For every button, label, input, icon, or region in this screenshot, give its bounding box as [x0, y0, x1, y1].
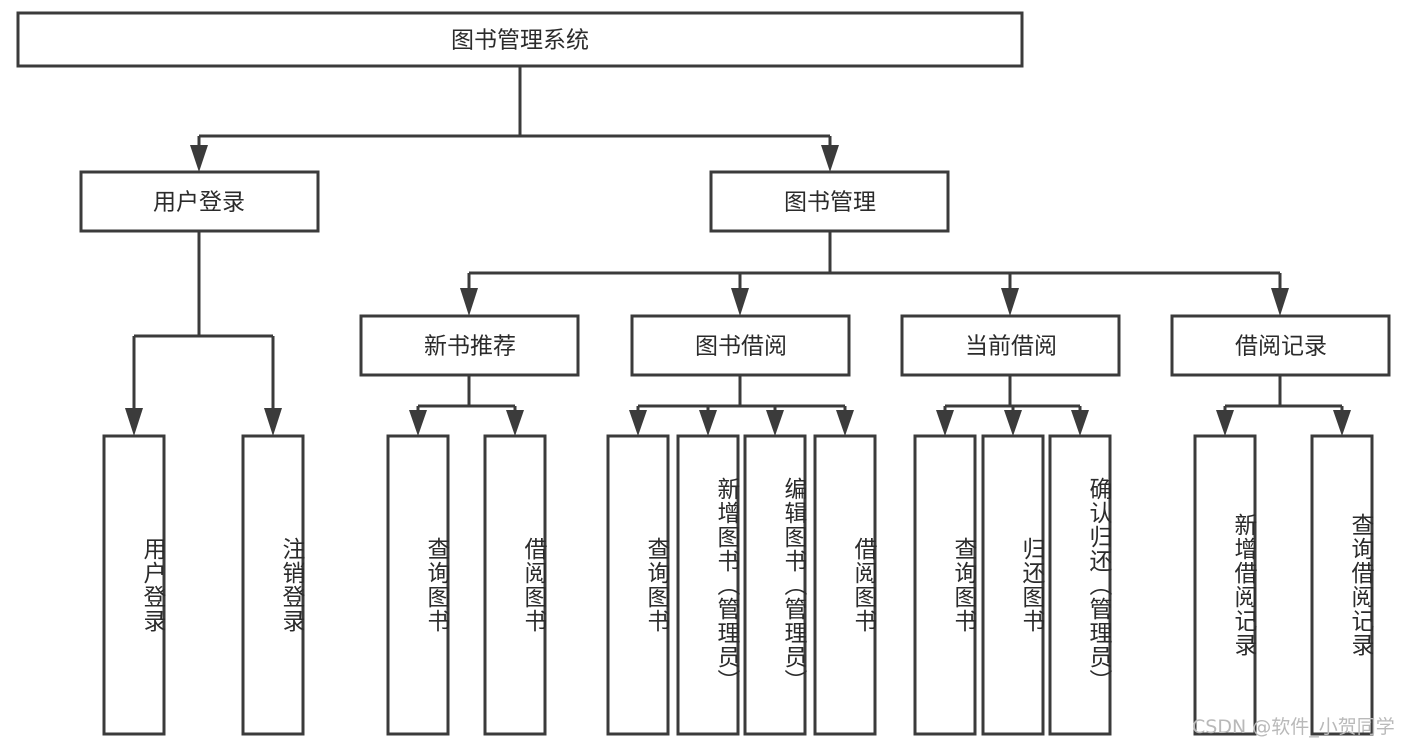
- arrowhead-leaf-add-book-admin: [699, 410, 717, 436]
- leaf-box-query-book-current[interactable]: [913, 434, 977, 736]
- connector-group-root: [190, 66, 839, 172]
- arrowhead-new-book-recommend: [460, 288, 478, 316]
- leaf-box-edit-book-admin[interactable]: [743, 434, 807, 736]
- leaf-box-borrow-book[interactable]: [813, 434, 877, 736]
- node-root-box[interactable]: [16, 11, 1024, 68]
- arrowhead-leaf-query-book-borrow: [629, 410, 647, 436]
- node-book-management[interactable]: 图书管理: [709, 170, 950, 233]
- node-new-book-recommend-box[interactable]: [359, 314, 580, 377]
- connector-group-user-login: [125, 231, 282, 436]
- arrowhead-leaf-borrow-book: [836, 410, 854, 436]
- leaf-label-query-book-borrow: 查询图书: [643, 537, 669, 633]
- leaf-label-edit-book-admin: 编辑图书（管理员）: [780, 477, 806, 693]
- leaf-label-add-book-admin: 新增图书（管理员）: [713, 477, 739, 693]
- connector-group-current-borrow: [936, 375, 1089, 436]
- arrowhead-leaf-edit-book-admin: [766, 410, 784, 436]
- arrowhead-leaf-query-borrow-record: [1333, 410, 1351, 436]
- connector-group-borrow-records: [1216, 375, 1351, 436]
- node-current-borrow-label: 当前借阅: [965, 334, 1057, 360]
- node-new-book-recommend[interactable]: 新书推荐: [359, 314, 580, 377]
- node-user-login-box[interactable]: [79, 170, 320, 233]
- node-book-borrow[interactable]: 图书借阅: [630, 314, 851, 377]
- leaf-box-user-login[interactable]: [102, 434, 166, 736]
- node-book-management-box[interactable]: [709, 170, 950, 233]
- node-root[interactable]: 图书管理系统: [16, 11, 1024, 68]
- leaf-box-return-book[interactable]: [981, 434, 1045, 736]
- leaf-box-confirm-return-admin[interactable]: [1048, 434, 1112, 736]
- node-borrow-records-box[interactable]: [1170, 314, 1391, 377]
- leaf-label-logout: 注销登录: [278, 537, 304, 633]
- leaf-box-add-book-admin[interactable]: [676, 434, 740, 736]
- arrowhead-book-management: [821, 145, 839, 172]
- node-user-login[interactable]: 用户登录: [79, 170, 320, 233]
- leaf-label-borrow-book: 借阅图书: [850, 537, 876, 633]
- node-root-label: 图书管理系统: [451, 28, 589, 54]
- leaf-label-query-book-recommend: 查询图书: [423, 537, 449, 633]
- node-new-book-recommend-label: 新书推荐: [424, 334, 516, 360]
- arrowhead-leaf-return-book: [1004, 410, 1022, 436]
- node-book-borrow-box[interactable]: [630, 314, 851, 377]
- connector-group-book-management: [460, 231, 1289, 316]
- connector-group-book-borrow: [629, 375, 854, 436]
- arrowhead-current-borrow: [1001, 288, 1019, 316]
- node-book-management-label: 图书管理: [784, 190, 876, 216]
- connector-group-new-book-recommend: [409, 375, 524, 436]
- node-current-borrow[interactable]: 当前借阅: [900, 314, 1121, 377]
- leaf-label-borrow-book-recommend: 借阅图书: [520, 537, 546, 633]
- leaf-label-query-borrow-record: 查询借阅记录: [1347, 513, 1373, 657]
- leaf-box-query-book-borrow[interactable]: [606, 434, 670, 736]
- leaf-box-query-borrow-record[interactable]: [1310, 434, 1374, 736]
- arrowhead-leaf-logout: [264, 408, 282, 436]
- arrowhead-user-login: [190, 145, 208, 172]
- arrowhead-leaf-user-login: [125, 408, 143, 436]
- arrowhead-leaf-query-book-current: [936, 410, 954, 436]
- leaf-box-logout[interactable]: [241, 434, 305, 736]
- node-current-borrow-box[interactable]: [900, 314, 1121, 377]
- leaf-boxes: [102, 434, 1374, 736]
- node-borrow-records[interactable]: 借阅记录: [1170, 314, 1391, 377]
- leaf-box-borrow-book-recommend[interactable]: [483, 434, 547, 736]
- arrowhead-leaf-borrow-book-recommend: [506, 410, 524, 436]
- arrowhead-leaf-query-book-recommend: [409, 410, 427, 436]
- leaf-label-confirm-return-admin: 确认归还（管理员）: [1085, 477, 1111, 693]
- arrowhead-leaf-add-borrow-record: [1216, 410, 1234, 436]
- leaf-label-query-book-current: 查询图书: [950, 537, 976, 633]
- leaf-box-add-borrow-record[interactable]: [1193, 434, 1257, 736]
- arrowhead-book-borrow: [731, 288, 749, 316]
- arrowhead-borrow-records: [1271, 288, 1289, 316]
- leaf-label-return-book: 归还图书: [1018, 537, 1044, 633]
- leaf-label-add-borrow-record: 新增借阅记录: [1230, 513, 1256, 657]
- node-user-login-label: 用户登录: [153, 190, 245, 216]
- leaf-box-query-book-recommend[interactable]: [386, 434, 450, 736]
- node-book-borrow-label: 图书借阅: [695, 334, 787, 360]
- leaf-label-user-login: 用户登录: [139, 537, 165, 633]
- arrowhead-leaf-confirm-return-admin: [1071, 410, 1089, 436]
- csdn-watermark: CSDN @软件_小贺同学: [1192, 716, 1395, 738]
- node-borrow-records-label: 借阅记录: [1235, 334, 1327, 360]
